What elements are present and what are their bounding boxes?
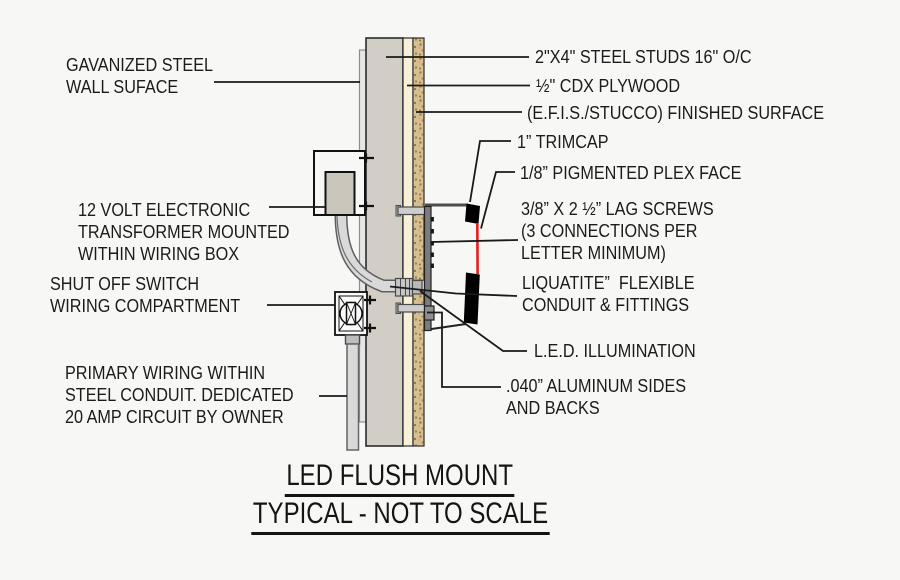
label-cdx-plywood: ½" CDX PLYWOOD [536,76,681,96]
trimcap-top [465,203,480,224]
label-efis-stucco: (E.F.I.S./STUCCO) FINISHED SURFACE [527,103,825,123]
lag-screws [395,205,428,314]
leader-aluminum [427,311,501,388]
leader-trimcap [469,140,511,203]
label-lag-screws: 3/8” X 2 ½” LAG SCREWS(3 CONNECTIONS PER… [521,199,714,263]
switch-box-inner [338,295,364,332]
label-led-illumination: L.E.D. ILLUMINATION [534,341,696,361]
steel-stud-layer [365,37,404,447]
wall-assembly [358,37,425,447]
switch-toggle-hatch [346,302,356,325]
lag-screw-top [397,206,428,216]
conduit-inner-edge [336,215,373,283]
lag-screw-bottom [397,303,428,313]
label-trimcap: 1” TRIMCAP [517,132,609,152]
drawing-title: LED FLUSH MOUNT TYPICAL - NOT TO SCALE [150,459,650,535]
title-line-2: TYPICAL - NOT TO SCALE [250,497,550,535]
trimcap-bottom [463,272,480,325]
channel-letter [423,203,480,332]
letter-bottom-return [427,323,467,331]
flexible-conduit [334,213,424,297]
primary-conduit [346,343,360,451]
leader-plex [480,171,515,229]
plywood-layer [402,37,414,447]
leader-liquatite [389,285,518,297]
shutoff-switch [334,291,376,345]
switch-conduit-sleeve [344,334,361,345]
title-line-1: LED FLUSH MOUNT [285,459,515,497]
flex-conduit-tube [336,213,424,291]
leader-lines [214,56,530,397]
transformer-wiring-box [313,150,374,283]
steel-conduit-tube [346,343,360,451]
transformer-body [324,171,356,216]
conduit-collar [411,279,423,295]
wiring-box-screws [359,153,374,211]
switch-screws [364,295,376,333]
stucco-layer [412,37,425,447]
label-plex-face: 1/8” PIGMENTED PLEX FACE [520,163,742,183]
leader-lagscrews [430,239,519,243]
leader-led [419,290,527,352]
label-steel-studs: 2"X4" STEEL STUDS 16" O/C [535,47,752,67]
aluminum-back [423,205,432,332]
led-modules [430,217,434,268]
